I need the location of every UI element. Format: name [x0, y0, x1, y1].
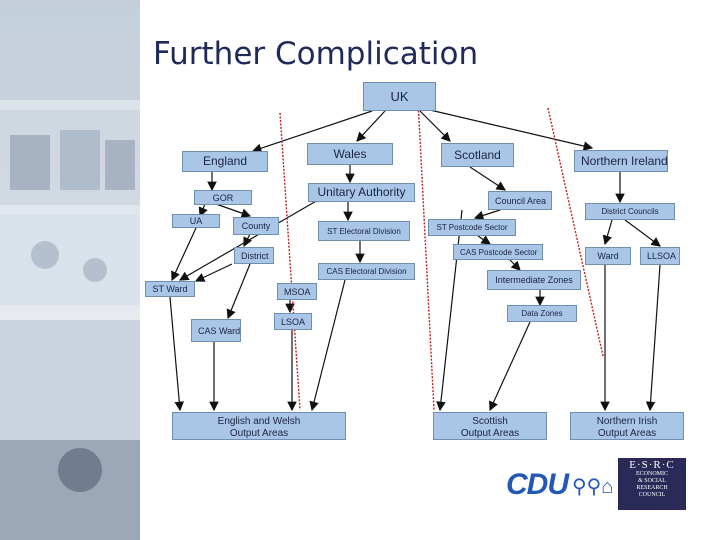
output-northern-irish: Northern Irish Output Areas — [570, 412, 684, 440]
node-district: District — [234, 247, 274, 264]
node-cas-ward: CAS Ward — [191, 319, 241, 342]
node-llsoa: LLSOA — [640, 247, 680, 265]
photo-collage — [0, 0, 140, 540]
node-lsoa: LSOA — [274, 313, 312, 330]
node-scotland: Scotland — [441, 143, 514, 167]
output-english-welsh: English and Welsh Output Areas — [172, 412, 346, 440]
cdu-logo: CDU — [506, 468, 569, 501]
node-england: England — [182, 151, 268, 172]
node-district-councils: District Councils — [585, 203, 675, 220]
node-cas-postcode-sector: CAS Postcode Sector — [453, 244, 543, 260]
output-english-welsh-line2: Output Areas — [229, 428, 289, 439]
node-uk: UK — [363, 82, 436, 111]
esrc-line-1: ECONOMIC — [635, 471, 668, 477]
node-gor: GOR — [194, 190, 252, 205]
esrc-logo: E·S·R·C ECONOMIC & SOCIAL RESEARCH COUNC… — [618, 458, 686, 510]
esrc-logo-title: E·S·R·C — [629, 459, 675, 471]
node-unitary-authority: Unitary Authority — [308, 183, 415, 202]
node-county: County — [233, 217, 279, 235]
esrc-line-2: & SOCIAL — [638, 478, 666, 484]
node-wales: Wales — [307, 143, 393, 165]
output-northern-irish-line2: Output Areas — [597, 428, 657, 439]
node-council-area: Council Area — [488, 191, 552, 210]
output-scottish-line2: Output Areas — [460, 428, 520, 439]
node-cas-electoral-division: CAS Electoral Division — [318, 263, 415, 280]
cdu-people-icon: ⚲⚲⌂ — [572, 476, 614, 498]
esrc-logo-text: ECONOMIC & SOCIAL RESEARCH COUNCIL — [618, 471, 686, 499]
node-northern-ireland: Northern Ireland — [574, 150, 668, 172]
esrc-line-4: COUNCIL — [638, 492, 666, 498]
output-northern-irish-line1: Northern Irish — [596, 416, 658, 427]
slide-title: Further Complication — [153, 36, 479, 72]
node-ward: Ward — [585, 247, 631, 265]
node-intermediate-zones: Intermediate Zones — [487, 270, 581, 290]
esrc-line-3: RESEARCH — [636, 485, 668, 491]
node-st-ward: ST Ward — [145, 281, 195, 297]
node-msoa: MSOA — [277, 283, 317, 300]
output-english-welsh-line1: English and Welsh — [217, 416, 301, 427]
output-scottish: Scottish Output Areas — [433, 412, 547, 440]
output-scottish-line1: Scottish — [472, 416, 508, 427]
node-ua: UA — [172, 214, 220, 228]
node-st-postcode-sector: ST Postcode Sector — [428, 219, 516, 236]
node-data-zones: Data Zones — [507, 305, 577, 322]
node-st-electoral-division: ST Electoral Division — [318, 221, 410, 241]
